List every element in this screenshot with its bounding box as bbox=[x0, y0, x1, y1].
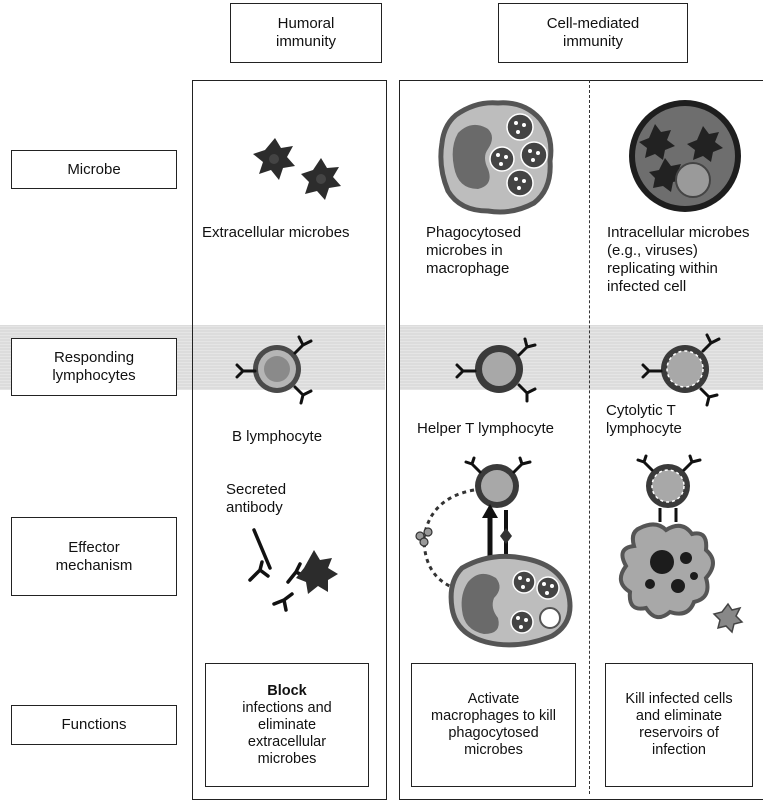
infected-cell-killing-icon bbox=[618, 454, 744, 634]
function-humoral-text: infections and eliminate extracellular m… bbox=[242, 699, 332, 767]
label-phagocytosed-microbes: Phagocytosed microbes in macrophage bbox=[426, 224, 522, 277]
header-cell-mediated-text: Cell-mediated immunity bbox=[546, 15, 640, 50]
cytolytic-t-lymphocyte-icon bbox=[641, 333, 721, 407]
row-label-effector: Effector mechanism bbox=[11, 517, 177, 596]
b-lymphocyte-icon bbox=[235, 335, 313, 405]
header-humoral-text: Humoral immunity bbox=[275, 15, 336, 50]
label-extracellular-microbes: Extracellular microbes bbox=[202, 224, 350, 241]
label-intracellular-microbes: Intracellular microbes (e.g., viruses) r… bbox=[607, 224, 750, 295]
function-helper-box: Activate macrophages to kill phagocytose… bbox=[411, 663, 576, 787]
row-label-functions: Functions bbox=[11, 705, 177, 745]
label-secreted-antibody: Secreted antibody bbox=[226, 481, 287, 516]
function-cytolytic-box: Kill infected cells and eliminate reserv… bbox=[605, 663, 753, 787]
label-helper-t-lymphocyte: Helper T lymphocyte bbox=[417, 420, 555, 437]
row-label-microbe-text: Microbe bbox=[67, 160, 121, 178]
label-cytolytic-t-lymphocyte: Cytolytic T lymphocyte bbox=[606, 402, 682, 437]
secreted-antibody-icon bbox=[248, 528, 338, 612]
phagocytosed-macrophage-icon bbox=[438, 100, 554, 215]
header-humoral: Humoral immunity bbox=[230, 3, 382, 63]
row-label-responding-text: Responding lymphocytes bbox=[52, 349, 136, 384]
row-label-functions-text: Functions bbox=[61, 716, 127, 733]
row-label-responding: Responding lymphocytes bbox=[11, 338, 177, 396]
function-humoral-box: Block infections and eliminate extracell… bbox=[205, 663, 369, 787]
function-helper-text: Activate macrophages to kill phagocytose… bbox=[431, 691, 556, 758]
function-humoral-bold: Block bbox=[267, 682, 307, 699]
row-label-effector-text: Effector mechanism bbox=[55, 538, 133, 574]
macrophage-activation-icon bbox=[415, 456, 573, 648]
intracellular-microbes-icon bbox=[629, 100, 741, 212]
helper-t-lymphocyte-icon bbox=[455, 337, 537, 403]
row-label-microbe: Microbe bbox=[11, 150, 177, 189]
function-cytolytic-text: Kill infected cells and eliminate reserv… bbox=[625, 691, 733, 758]
header-cell-mediated: Cell-mediated immunity bbox=[498, 3, 688, 63]
extracellular-microbes-icon bbox=[253, 138, 341, 200]
column-divider bbox=[589, 80, 590, 794]
label-b-lymphocyte: B lymphocyte bbox=[232, 428, 323, 445]
